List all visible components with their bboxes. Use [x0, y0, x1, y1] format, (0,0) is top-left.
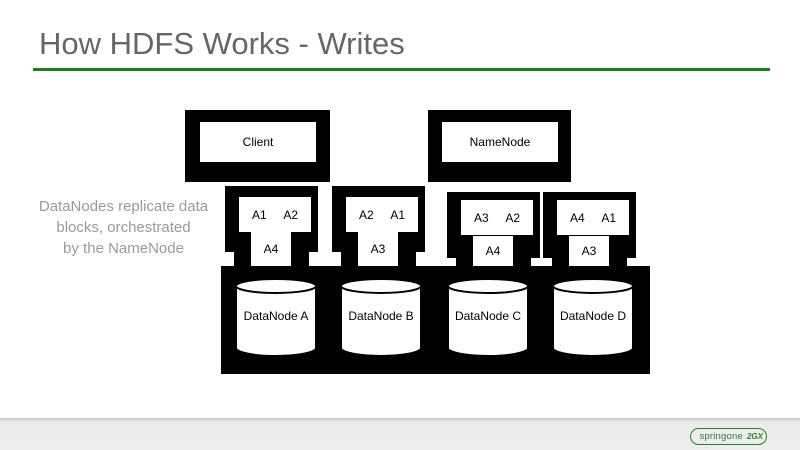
block-label: A1: [601, 210, 616, 225]
client-node-label: Client: [200, 122, 316, 162]
block-label: A1: [390, 207, 405, 222]
datanodes-note: DataNodes replicate data blocks, orchest…: [22, 196, 225, 259]
datanode-b-block-group: A2 A1 A3: [332, 186, 425, 266]
replica-block-box: A4: [473, 236, 513, 266]
database-cylinder-icon: [235, 278, 317, 357]
block-label: A3: [370, 242, 386, 256]
datanode-label: DataNode D: [559, 309, 627, 323]
title-underline: [33, 68, 770, 71]
block-label: A2: [283, 207, 298, 222]
datanode-c-block-group: A3 A2 A4: [447, 192, 540, 272]
datanode-c-cylinder: DataNode C: [446, 277, 530, 358]
note-line: DataNodes replicate data: [38, 198, 209, 215]
datanode-label: DataNode A: [243, 309, 309, 323]
replica-blocks-box: A3 A2: [461, 200, 533, 235]
block-label: A4: [570, 210, 585, 225]
replica-blocks-box: A1 A2: [239, 197, 311, 232]
datanode-b-cylinder: DataNode B: [339, 277, 423, 358]
note-line: by the NameNode: [63, 240, 184, 257]
block-label: A4: [263, 242, 279, 256]
replica-block-box: A3: [358, 232, 398, 266]
datanode-d-cylinder: DataNode D: [551, 277, 635, 358]
block-label: A3: [474, 210, 489, 225]
datanode-d-block-group: A4 A1 A3: [543, 192, 636, 272]
namenode-node-label: NameNode: [442, 122, 558, 162]
datanode-label: DataNode B: [348, 309, 414, 323]
springone-logo-text: springone: [699, 431, 743, 442]
slide-title: How HDFS Works - Writes: [39, 26, 405, 61]
datanode-a-cylinder: DataNode A: [234, 277, 318, 358]
database-cylinder-icon: [447, 278, 529, 357]
client-node: Client: [185, 110, 330, 182]
note-line: blocks, orchestrated: [56, 219, 191, 236]
block-label: A2: [505, 210, 520, 225]
namenode-node: NameNode: [428, 110, 571, 182]
footer-strip: springone 2GX: [0, 418, 800, 450]
block-label: A2: [359, 207, 374, 222]
database-cylinder-icon: [552, 278, 634, 357]
replica-block-box: A3: [569, 236, 609, 266]
replica-blocks-box: A4 A1: [557, 200, 629, 235]
replica-blocks-box: A2 A1: [346, 197, 418, 232]
datanode-label: DataNode C: [454, 309, 522, 323]
springone-logo: springone 2GX: [690, 428, 767, 445]
database-cylinder-icon: [340, 278, 422, 357]
datanode-a-block-group: A1 A2 A4: [225, 186, 318, 266]
block-label: A4: [485, 244, 501, 258]
replica-block-box: A4: [251, 232, 291, 266]
springone-logo-2gx-icon: 2GX: [746, 432, 763, 441]
block-label: A1: [252, 207, 267, 222]
block-label: A3: [581, 244, 597, 258]
